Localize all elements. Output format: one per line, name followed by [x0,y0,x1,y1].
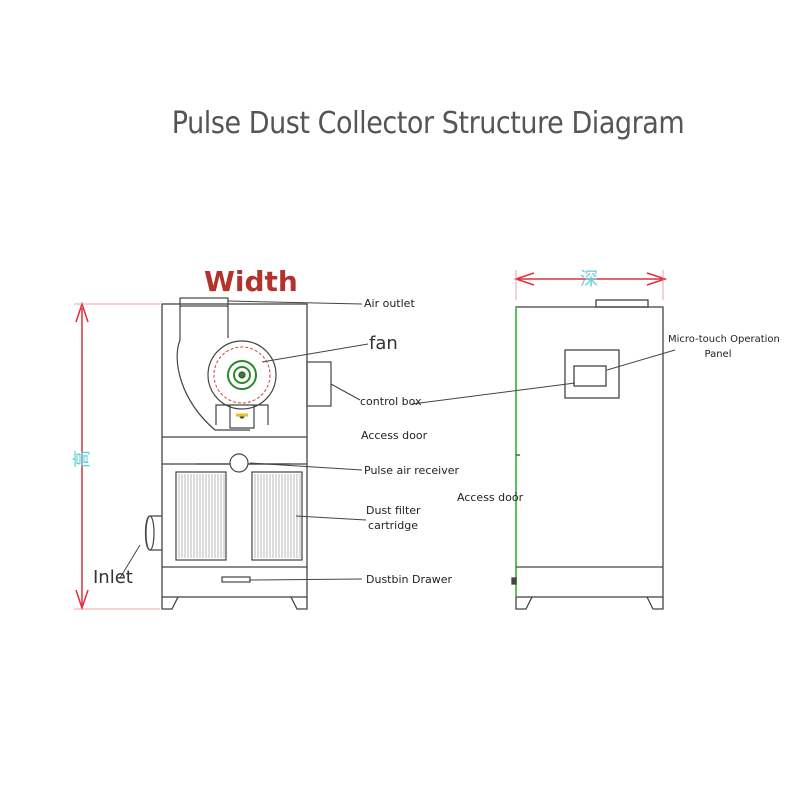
air-outlet-duct [176,297,250,431]
label-micro-touch-line2: Panel [704,349,732,360]
label-control-box: control box [360,395,422,408]
width-dimension-label: Width [204,265,298,298]
pulse-air-receiver [196,453,290,473]
dustbin-drawer-handle [221,576,251,583]
dust-filter-cartridge-left [175,471,227,561]
height-dimension-arrow [74,301,160,611]
depth-dimension-arrow [513,270,668,300]
front-cabinet [161,303,308,610]
front-leader-lines [119,300,369,581]
label-access-door-side: Access door [457,491,524,504]
inlet-pipe [144,515,162,551]
filter-pleats [178,474,301,558]
label-dust-filter-line2: cartridge [368,519,418,532]
dust-filter-cartridge-right [251,471,303,561]
label-micro-touch-panel: Micro-touch Operation Panel [668,332,780,362]
depth-dimension-label: 深 [580,269,598,290]
label-dustbin-drawer: Dustbin Drawer [366,573,453,586]
control-box [306,361,332,407]
fan-volute [207,340,277,429]
label-dust-filter-line1: Dust filter [366,504,421,517]
label-access-door-front: Access door [361,429,428,442]
label-inlet: Inlet [93,567,133,588]
diagram-title: Pulse Dust Collector Structure Diagram [171,106,685,141]
label-pulse-air-receiver: Pulse air receiver [364,464,459,477]
side-leader-lines [411,349,676,496]
label-air-outlet: Air outlet [364,297,415,310]
label-micro-touch-line1: Micro-touch Operation [668,334,780,345]
label-dust-filter: Dust filter cartridge [366,503,421,533]
height-dimension-label: 高 [72,450,93,468]
label-fan: fan [369,333,398,354]
side-cabinet [511,299,664,610]
